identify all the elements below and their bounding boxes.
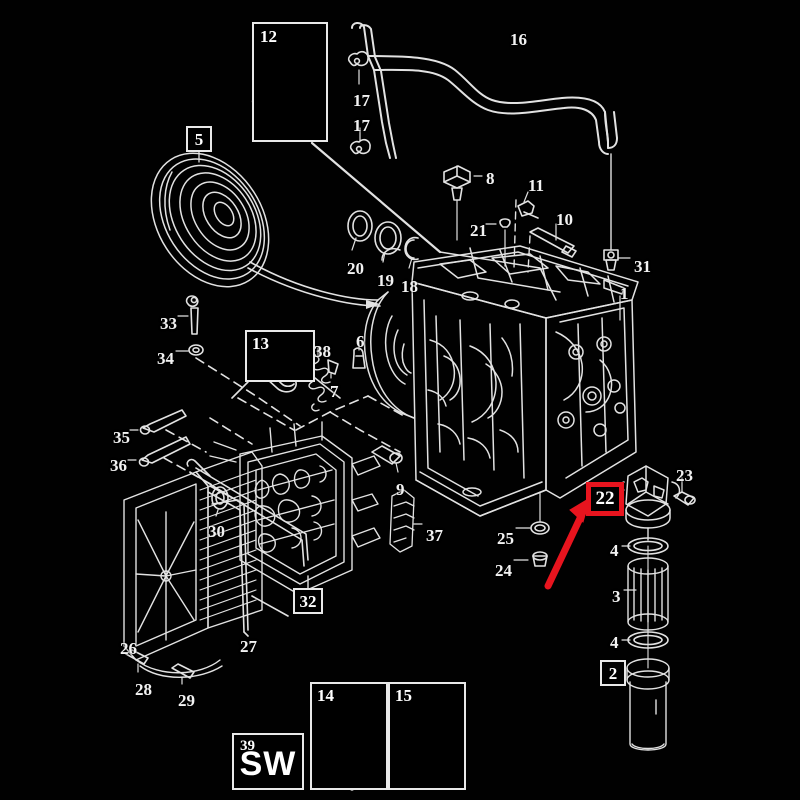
boxed-label-5: 5 — [186, 126, 212, 152]
panel-number-14: 14 — [317, 686, 334, 705]
seal-19 — [374, 221, 402, 263]
panel-number-13: 13 — [252, 334, 269, 353]
bolt-23 — [673, 477, 696, 506]
part-label-31: 31 — [634, 257, 651, 276]
part-label-11: 11 — [528, 176, 545, 195]
part-label-18: 18 — [401, 277, 418, 296]
panel-number-12: 12 — [260, 27, 277, 46]
part-label-9: 9 — [396, 480, 405, 499]
part-label-3: 3 — [612, 587, 621, 606]
part-label-21: 21 — [470, 221, 487, 240]
boxed-label-32: 32 — [293, 588, 323, 614]
detail-panel-12: 12 — [252, 22, 328, 142]
part-label-1: 1 — [620, 284, 629, 303]
part-9 — [371, 445, 403, 473]
part-label-6: 6 — [356, 332, 365, 351]
bolt-28 — [125, 649, 149, 673]
oring-4-lower — [621, 631, 669, 649]
part-label-16: 16 — [510, 30, 527, 49]
detail-panel-39-sw: 39 SW — [232, 733, 304, 790]
oil-cooler-26 — [123, 451, 263, 678]
clamp-17-upper — [347, 51, 369, 85]
part-label-4: 4 — [610, 633, 619, 652]
vent-tube-16 — [351, 22, 618, 159]
part-label-7: 7 — [330, 382, 339, 401]
part-label-36: 36 — [110, 456, 127, 475]
highlighted-part-22-box[interactable]: 22 — [586, 482, 624, 516]
detail-panel-14: 14 — [310, 682, 388, 790]
eye-bolt-33 — [177, 295, 199, 335]
part-label-35: 35 — [113, 428, 130, 447]
filter-element-3 — [623, 557, 669, 631]
bolt-11 — [517, 191, 539, 219]
pin-6 — [352, 340, 366, 369]
oring-25 — [515, 491, 550, 535]
transmission-housing-1 — [363, 245, 639, 517]
spring-38 — [308, 347, 331, 412]
oring-4-upper — [621, 537, 669, 555]
boxed-label-2: 2 — [600, 660, 626, 686]
torque-converter-5 — [150, 152, 270, 288]
part-label-38: 38 — [314, 342, 331, 361]
part-label-28: 28 — [135, 680, 152, 699]
part-label-17: 17 — [353, 116, 370, 135]
part-label-30: 30 — [208, 522, 225, 541]
part-label-23: 23 — [676, 466, 693, 485]
assembly-dashed-lines — [163, 357, 405, 487]
connector-31 — [603, 249, 631, 271]
valve-body-32 — [209, 421, 381, 595]
plug-21 — [485, 218, 511, 267]
part-label-10: 10 — [556, 210, 573, 229]
part-label-20: 20 — [347, 259, 364, 278]
bolt-10 — [529, 223, 577, 258]
panel-number-15: 15 — [395, 686, 412, 705]
solenoid-37 — [389, 489, 423, 553]
sensor-8 — [443, 165, 483, 241]
part-label-37: 37 — [426, 526, 443, 545]
part-label-17: 17 — [353, 91, 370, 110]
seal-20 — [347, 210, 373, 251]
snap-ring-18 — [404, 236, 419, 269]
bolt-35 — [129, 409, 187, 435]
filter-housing-22 — [611, 465, 681, 541]
clip-7 — [327, 359, 339, 379]
part-label-8: 8 — [486, 169, 495, 188]
detail-panel-15: 15 — [388, 682, 466, 790]
bolt-36 — [127, 436, 191, 467]
part-label-4: 4 — [610, 541, 619, 560]
cooler-line-27 — [207, 485, 289, 637]
part-label-34: 34 — [157, 349, 174, 368]
washer-34 — [175, 344, 204, 356]
part-label-19: 19 — [377, 271, 394, 290]
highlight-arrow — [544, 496, 591, 590]
panel-number-39: 39 — [240, 738, 255, 754]
filter-cap-2 — [626, 545, 670, 751]
part-label-26: 26 — [120, 639, 137, 658]
bolt-29 — [171, 663, 195, 685]
part-label-27: 27 — [240, 637, 257, 656]
part-label-29: 29 — [178, 691, 195, 710]
part-label-33: 33 — [160, 314, 177, 333]
part-label-24: 24 — [495, 561, 512, 580]
sw-label-text: SW — [239, 745, 297, 783]
drain-plug-24 — [513, 551, 548, 567]
part-label-25: 25 — [497, 529, 514, 548]
detail-panel-13: 13 — [245, 330, 315, 382]
highlighted-part-number: 22 — [595, 488, 615, 509]
clamp-17-lower — [349, 127, 371, 155]
